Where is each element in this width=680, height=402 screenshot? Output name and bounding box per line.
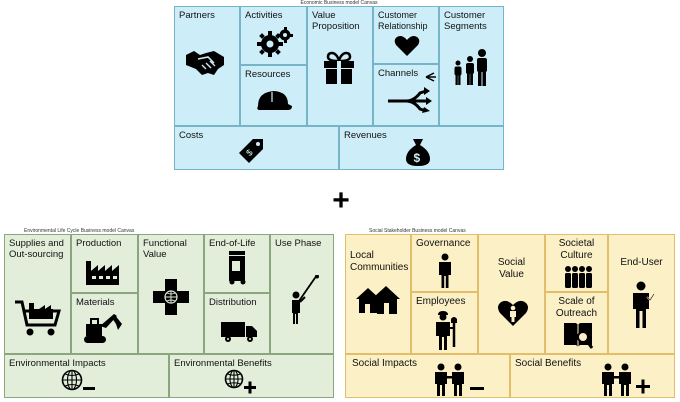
- cell-use-phase: Use Phase: [270, 234, 334, 354]
- cell-social-impacts: Social Impacts: [345, 354, 510, 398]
- family-icon: [454, 49, 487, 86]
- environmental-canvas-title: Environmental Life Cycle Business model …: [24, 228, 135, 234]
- cross-globe-icon: [153, 279, 189, 315]
- svg-text:$: $: [244, 147, 255, 158]
- factory-icon: [86, 261, 119, 285]
- cell-supplies: Supplies and Out-sourcing: [4, 234, 71, 354]
- channels-arrows-icon: [388, 72, 436, 113]
- cell-governance: Governance: [411, 234, 478, 292]
- cell-scale-of-outreach: Scale of Outreach: [545, 292, 608, 354]
- globe-plus-icon: [224, 369, 256, 394]
- trash-bin-icon: [229, 251, 246, 285]
- cell-functional-value: Functional Value: [138, 234, 204, 354]
- people-minus-icon: [435, 363, 484, 396]
- cell-employees: Employees: [411, 292, 478, 354]
- label-governance: Governance: [416, 238, 471, 249]
- cell-distribution: Distribution: [204, 293, 270, 354]
- cell-customer-segments: Customer Segments: [439, 6, 504, 126]
- environmental-canvas: Environmental Life Cycle Business model …: [2, 228, 336, 400]
- cell-partners: Partners: [174, 6, 240, 126]
- label-end-user: End-User: [620, 257, 663, 268]
- cell-end-of-life: End-of-Life: [204, 234, 270, 293]
- label-functional-value: Functional Value: [143, 238, 187, 260]
- cell-costs: Costs $: [174, 126, 339, 170]
- people-plus-icon: [602, 363, 650, 396]
- label-societal-culture: Societal Culture: [558, 238, 595, 261]
- label-distribution: Distribution: [209, 297, 257, 308]
- globe-minus-icon: [61, 369, 95, 391]
- group-icon: [565, 266, 592, 288]
- cell-materials: Materials: [71, 293, 138, 354]
- plus-sign: +: [332, 184, 350, 217]
- label-production: Production: [76, 238, 122, 249]
- label-customer-relationship: Customer Relationship: [378, 10, 428, 31]
- user-check-icon: [633, 281, 655, 328]
- label-activities: Activities: [245, 10, 283, 21]
- worker-icon: [436, 311, 457, 350]
- gift-icon: [324, 51, 354, 84]
- heart-person-icon: [498, 300, 528, 326]
- cell-social-value: Social Value: [478, 234, 545, 354]
- hardhat-icon: [257, 91, 292, 110]
- label-customer-segments: Customer Segments: [444, 10, 487, 32]
- economic-canvas-title: Economic Business model Canvas: [300, 0, 378, 6]
- cell-environmental-benefits: Environmental Benefits: [169, 354, 334, 398]
- label-channels: Channels: [378, 68, 419, 79]
- social-canvas: Social Stakeholder Business model Canvas…: [343, 228, 679, 400]
- cell-value-proposition: Value Proposition: [307, 6, 373, 126]
- label-environmental-benefits: Environmental Benefits: [174, 358, 272, 369]
- person-broom-icon: [292, 275, 319, 324]
- label-use-phase: Use Phase: [275, 238, 322, 249]
- label-revenues: Revenues: [344, 130, 387, 141]
- label-social-benefits: Social Benefits: [515, 358, 582, 369]
- economic-canvas: Economic Business model Canvas Partners …: [172, 0, 506, 172]
- book-magnifier-icon: [564, 323, 594, 349]
- label-social-impacts: Social Impacts: [352, 358, 418, 369]
- price-tag-icon: $: [239, 139, 263, 163]
- money-bag-icon: $: [406, 139, 430, 166]
- cell-end-user: End-User: [608, 234, 675, 354]
- cell-resources: Resources: [240, 65, 307, 126]
- cell-customer-relationship: Customer Relationship: [373, 6, 439, 64]
- social-canvas-title: Social Stakeholder Business model Canvas: [369, 228, 466, 234]
- label-partners: Partners: [179, 10, 215, 21]
- svg-text:$: $: [414, 151, 421, 165]
- cell-activities: Activities: [240, 6, 307, 65]
- label-materials: Materials: [76, 297, 115, 308]
- label-social-value: Social Value: [497, 257, 526, 280]
- label-supplies: Supplies and Out-sourcing: [9, 238, 64, 260]
- label-value-proposition: Value Proposition: [312, 10, 360, 32]
- label-end-of-life: End-of-Life: [209, 238, 256, 249]
- person-icon: [439, 253, 451, 288]
- label-costs: Costs: [179, 130, 204, 141]
- cell-social-benefits: Social Benefits: [510, 354, 675, 398]
- label-scale-of-outreach: Scale of Outreach: [555, 296, 598, 319]
- label-environmental-impacts: Environmental Impacts: [9, 358, 106, 369]
- cart-icon: [15, 300, 61, 336]
- cell-societal-culture: Societal Culture: [545, 234, 608, 292]
- cell-environmental-impacts: Environmental Impacts: [4, 354, 169, 398]
- heart-icon: [394, 36, 420, 56]
- cell-local-communities: Local Communities: [345, 234, 411, 354]
- label-local-communities: Local Communities: [350, 250, 409, 273]
- excavator-icon: [84, 314, 122, 343]
- truck-icon: [221, 322, 257, 342]
- cell-production: Production: [71, 234, 138, 293]
- label-resources: Resources: [245, 69, 291, 80]
- handshake-icon: [186, 51, 224, 75]
- gears-icon: [257, 27, 293, 57]
- houses-icon: [356, 286, 400, 314]
- cell-channels: Channels: [373, 64, 439, 126]
- label-employees: Employees: [416, 296, 466, 307]
- cell-revenues: Revenues $: [339, 126, 504, 170]
